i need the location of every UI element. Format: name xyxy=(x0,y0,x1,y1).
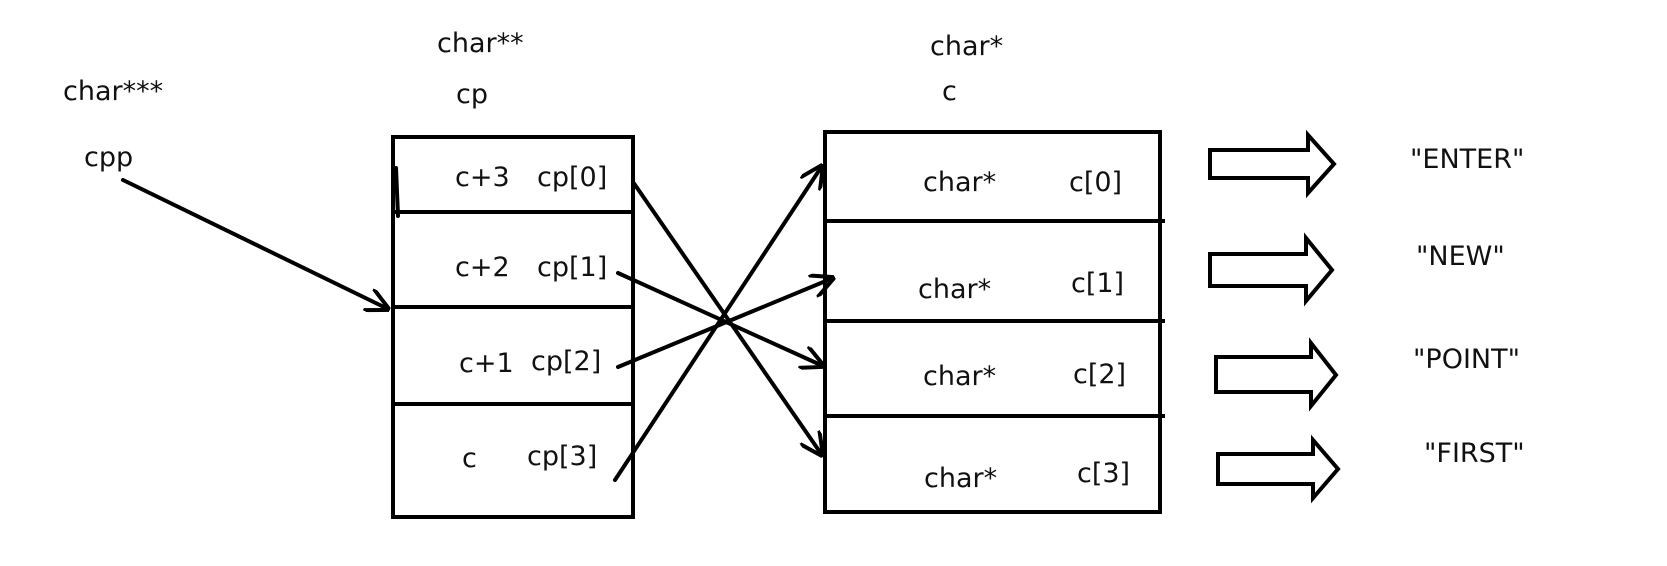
block-arrow-icon xyxy=(1208,129,1337,199)
c-cell-label: c[1] xyxy=(1071,268,1124,299)
c-type-label: char* xyxy=(930,31,1003,62)
block-arrow-icon xyxy=(1214,337,1339,412)
cp-name-label: cp xyxy=(456,79,488,110)
string-literal: "NEW" xyxy=(1416,241,1505,272)
cpp-pointer-arrow xyxy=(121,178,388,309)
cp-cell-label: cp[1] xyxy=(537,252,607,283)
cp-cell-value: c xyxy=(462,443,477,474)
cp-array-frame xyxy=(391,135,635,519)
cpp-type-label: char*** xyxy=(63,76,163,107)
cp0-to-c3-arrow xyxy=(631,180,822,455)
cp-cell-value: c+2 xyxy=(455,252,510,283)
string-literal: "FIRST" xyxy=(1424,438,1525,469)
block-arrows xyxy=(1208,129,1341,504)
cpp-name-label: cpp xyxy=(84,142,133,173)
cp-edge-mark xyxy=(394,166,400,218)
cp-cell-label: cp[3] xyxy=(527,441,597,472)
cp-cell-label: cp[0] xyxy=(537,162,607,193)
c-cell-type: char* xyxy=(924,463,997,494)
c-cell-type: char* xyxy=(923,361,996,392)
block-arrow-icon xyxy=(1216,434,1341,504)
string-literal: "ENTER" xyxy=(1410,144,1524,175)
c-cell-label: c[3] xyxy=(1077,458,1130,489)
c-cell-label: c[0] xyxy=(1069,167,1122,198)
c-array: char* c[0] char* c[1] char* c[2] char* c… xyxy=(823,130,1165,514)
cp-type-label: char** xyxy=(437,28,524,59)
c-cell-type: char* xyxy=(923,167,996,198)
string-literal: "POINT" xyxy=(1413,344,1520,375)
c-cell-label: c[2] xyxy=(1073,359,1126,390)
cp-cell-value: c+1 xyxy=(459,348,514,379)
cp-cell-value: c+3 xyxy=(455,162,510,193)
c-name-label: c xyxy=(942,76,957,107)
c-cell-type: char* xyxy=(918,274,991,305)
cp-cell-label: cp[2] xyxy=(531,346,601,377)
cp2-to-c1-arrow xyxy=(616,278,833,369)
cp3-to-c0-arrow xyxy=(613,166,822,482)
cp-array: c+3 cp[0] c+2 cp[1] c+1 cp[2] c cp[3] xyxy=(391,135,635,519)
block-arrow-icon xyxy=(1208,232,1335,307)
